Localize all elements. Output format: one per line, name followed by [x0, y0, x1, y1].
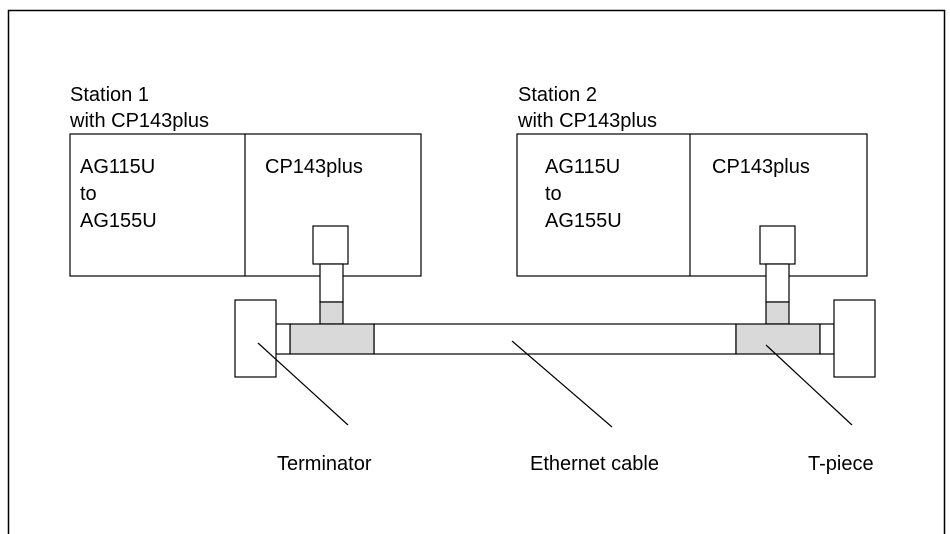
t-piece-left-bar	[289, 323, 375, 355]
station-1-drop-cable	[319, 263, 344, 303]
station-2-plc-line3: AG155U	[545, 210, 622, 232]
station-1-plc-line2: to	[80, 183, 97, 205]
terminator-label: Terminator	[277, 453, 372, 475]
station-1: Station 1 with CP143plus AG115U to AG155…	[69, 84, 422, 303]
ethernet-cable-label: Ethernet cable	[530, 453, 659, 475]
terminator-leader-line	[257, 342, 349, 426]
station-2-enclosure	[516, 133, 868, 277]
ethernet-cable	[373, 323, 737, 355]
t-piece-left-stem	[319, 301, 344, 325]
ethernet-cable-leader-line	[511, 340, 613, 428]
station-2-connector	[759, 225, 796, 265]
terminator-right-cap	[833, 299, 876, 378]
station-1-connector	[312, 225, 349, 265]
station-1-plc-line3: AG155U	[80, 210, 157, 232]
station-2-caption-line2: with CP143plus	[517, 110, 657, 132]
station-2-drop-cable	[765, 263, 790, 303]
station-1-plc-line1: AG115U	[80, 156, 155, 178]
station-2-caption-line1: Station 2	[518, 84, 597, 106]
station-2-cp-label: CP143plus	[712, 156, 810, 178]
t-piece-label: T-piece	[808, 453, 874, 475]
t-piece-right-bar	[735, 323, 821, 355]
bus-segment	[234, 299, 876, 378]
t-piece-right-stem	[765, 301, 790, 325]
station-2-plc-line2: to	[545, 183, 562, 205]
station-2-plc-line1: AG115U	[545, 156, 620, 178]
terminator-left-plug	[275, 323, 291, 355]
station-1-caption-line2: with CP143plus	[69, 110, 209, 132]
station-1-cp-label: CP143plus	[265, 156, 363, 178]
outer-frame	[7, 9, 946, 534]
terminator-right-plug	[819, 323, 835, 355]
terminator-left-cap	[234, 299, 277, 378]
t-piece-leader-line	[765, 344, 853, 426]
station-2: Station 2 with CP143plus AG115U to AG155…	[516, 84, 868, 303]
station-1-caption-line1: Station 1	[70, 84, 149, 106]
